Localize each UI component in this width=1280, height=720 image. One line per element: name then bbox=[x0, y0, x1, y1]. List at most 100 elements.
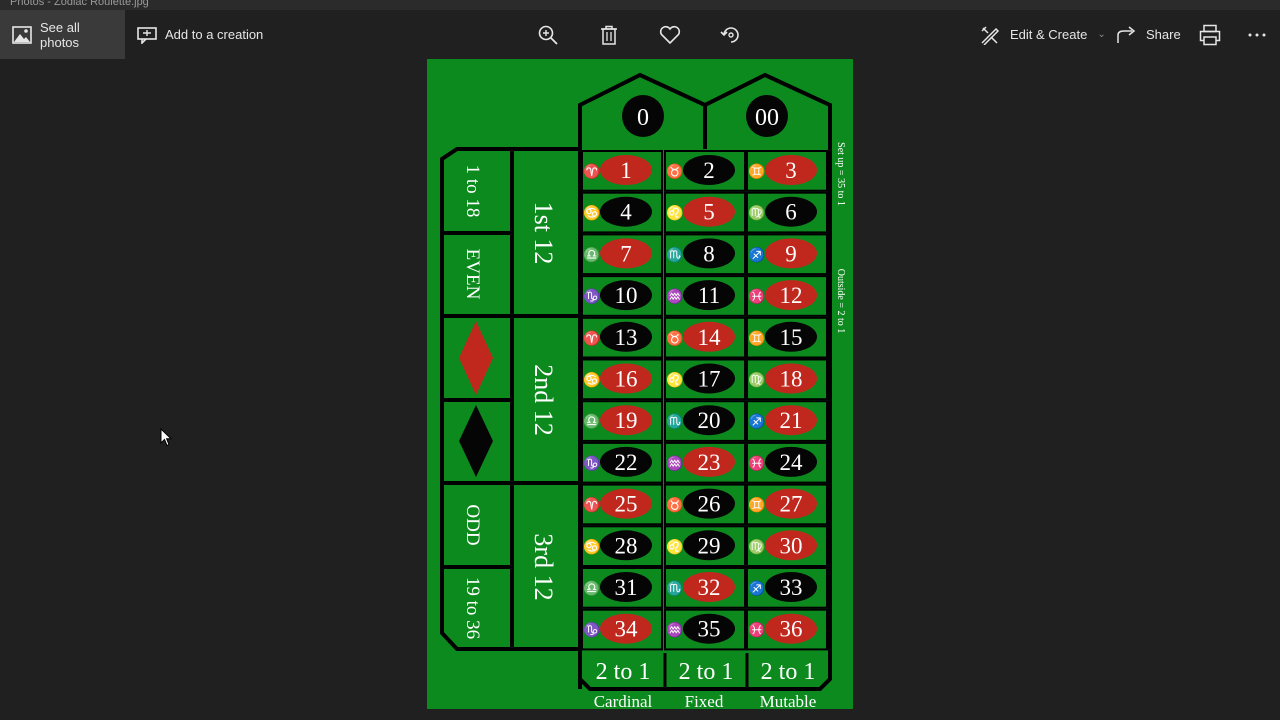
number-cell-31: ♎31 bbox=[581, 567, 663, 609]
number-cell-10: ♑10 bbox=[581, 275, 663, 317]
column-label-fixed: Fixed bbox=[685, 692, 724, 709]
number-cell-23: ♒23 bbox=[664, 441, 746, 484]
zodiac-sign-icon: ♓ bbox=[748, 622, 765, 639]
mouse-cursor-icon bbox=[160, 428, 172, 447]
zodiac-sign-icon: ♒ bbox=[666, 288, 683, 305]
number-cell-13: ♈13 bbox=[581, 316, 663, 359]
number-cell-4: ♋4 bbox=[581, 191, 663, 234]
number-cell-1: ♈1 bbox=[581, 150, 663, 192]
add-to-creation-button[interactable]: Add to a creation bbox=[125, 10, 275, 59]
zoom-in-icon bbox=[538, 25, 558, 45]
outside-19-to-36: 19 to 36 bbox=[462, 577, 483, 639]
side-note-outside: Outside = 2 to 1 bbox=[835, 269, 846, 334]
title-bar: Photos - Zodiac Roulette.jpg bbox=[0, 0, 1280, 10]
number-pocket bbox=[683, 155, 735, 185]
number-label: 35 bbox=[698, 617, 721, 642]
delete-button[interactable] bbox=[589, 10, 629, 59]
number-label: 19 bbox=[615, 408, 638, 433]
trash-icon bbox=[601, 25, 617, 45]
zodiac-sign-icon: ♏ bbox=[666, 413, 683, 430]
print-icon bbox=[1199, 24, 1221, 45]
more-options-button[interactable] bbox=[1237, 10, 1277, 59]
print-button[interactable] bbox=[1190, 10, 1230, 59]
number-pocket bbox=[683, 613, 735, 644]
number-pocket bbox=[683, 321, 735, 352]
number-cell-33: ♐33 bbox=[746, 567, 828, 609]
number-pocket bbox=[765, 572, 817, 602]
number-cell-29: ♌29 bbox=[664, 525, 746, 567]
number-cell-19: ♎19 bbox=[581, 400, 663, 442]
number-pocket bbox=[765, 155, 817, 185]
zodiac-sign-icon: ♒ bbox=[666, 622, 683, 639]
outside-odd: ODD bbox=[462, 504, 483, 545]
number-pocket bbox=[765, 196, 817, 227]
column-label-mutable: Mutable bbox=[760, 692, 817, 709]
edit-create-button[interactable]: Edit & Create ⌄ bbox=[968, 10, 1118, 59]
zoom-in-button[interactable] bbox=[528, 10, 568, 59]
number-pocket bbox=[600, 155, 652, 185]
number-pocket bbox=[683, 363, 735, 394]
favorite-button[interactable] bbox=[650, 10, 690, 59]
rotate-button[interactable] bbox=[711, 10, 751, 59]
number-pocket bbox=[683, 196, 735, 227]
number-pocket bbox=[600, 446, 652, 477]
number-pocket bbox=[600, 321, 652, 352]
column-bet-1: 2 to 1 bbox=[596, 659, 651, 685]
share-label: Share bbox=[1146, 27, 1181, 42]
number-label: 15 bbox=[780, 325, 803, 350]
number-label: 32 bbox=[698, 575, 721, 600]
zodiac-sign-icon: ♌ bbox=[666, 372, 683, 389]
zodiac-sign-icon: ♑ bbox=[583, 455, 600, 472]
black-diamond bbox=[459, 405, 493, 477]
number-label: 10 bbox=[615, 283, 638, 308]
number-cell-15: ♊15 bbox=[746, 316, 828, 359]
number-pocket bbox=[600, 238, 652, 269]
number-label: 20 bbox=[698, 408, 721, 433]
number-label: 27 bbox=[780, 492, 803, 517]
number-pocket bbox=[600, 488, 652, 519]
zodiac-sign-icon: ♐ bbox=[748, 413, 765, 430]
number-pocket bbox=[683, 405, 735, 436]
number-pocket bbox=[683, 488, 735, 519]
zodiac-sign-icon: ♉ bbox=[666, 163, 683, 180]
number-label: 11 bbox=[698, 283, 720, 308]
roulette-table-image: 0 00 1 to 18 EVEN ODD 19 to 36 1st 12 2n… bbox=[427, 59, 853, 711]
photo-viewer[interactable]: 0 00 1 to 18 EVEN ODD 19 to 36 1st 12 2n… bbox=[427, 59, 853, 711]
zodiac-sign-icon: ♌ bbox=[666, 538, 683, 555]
see-all-photos-button[interactable]: See all photos bbox=[0, 10, 125, 59]
dozen-1st: 1st 12 bbox=[529, 202, 558, 265]
number-label: 14 bbox=[698, 325, 722, 350]
column-bet-2: 2 to 1 bbox=[679, 659, 734, 685]
rotate-icon bbox=[720, 26, 739, 43]
number-label: 25 bbox=[615, 492, 638, 517]
heart-icon bbox=[659, 25, 681, 44]
number-pocket bbox=[765, 613, 817, 644]
number-label: 34 bbox=[615, 617, 639, 642]
number-label: 21 bbox=[780, 408, 803, 433]
zodiac-sign-icon: ♐ bbox=[748, 246, 765, 263]
share-button[interactable]: Share bbox=[1104, 10, 1193, 59]
add-to-creation-label: Add to a creation bbox=[165, 27, 264, 42]
number-label: 5 bbox=[703, 200, 715, 225]
zodiac-sign-icon: ♏ bbox=[666, 580, 683, 597]
number-label: 12 bbox=[780, 283, 803, 308]
double-zero-pocket: 00 bbox=[755, 105, 779, 131]
number-cell-28: ♋28 bbox=[581, 525, 663, 567]
number-label: 3 bbox=[785, 158, 797, 183]
column-bet-3: 2 to 1 bbox=[761, 659, 816, 685]
number-label: 9 bbox=[785, 241, 797, 266]
more-icon bbox=[1248, 33, 1266, 36]
number-label: 13 bbox=[615, 325, 638, 350]
zodiac-sign-icon: ♒ bbox=[666, 455, 683, 472]
number-cell-12: ♓12 bbox=[746, 275, 828, 317]
number-label: 1 bbox=[620, 158, 632, 183]
number-label: 8 bbox=[703, 241, 715, 266]
number-label: 7 bbox=[620, 241, 632, 266]
number-cell-32: ♏ 32 bbox=[664, 567, 746, 609]
number-cell-22: ♑22 bbox=[581, 441, 663, 484]
creation-icon bbox=[137, 26, 157, 44]
edit-create-label: Edit & Create bbox=[1010, 27, 1088, 42]
number-pocket bbox=[600, 280, 652, 311]
window-title: Photos - Zodiac Roulette.jpg bbox=[10, 0, 149, 8]
zodiac-sign-icon: ♌ bbox=[666, 205, 683, 222]
